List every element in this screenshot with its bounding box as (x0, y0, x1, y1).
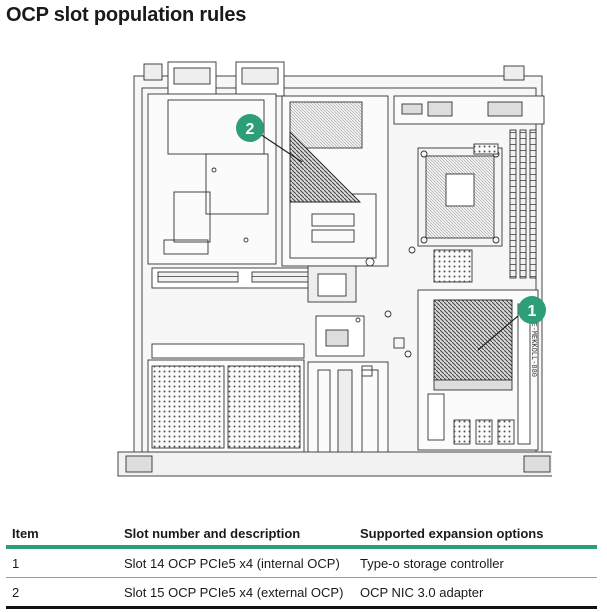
front-bezel (117, 451, 552, 477)
slot-rules-table: Item Slot number and description Support… (6, 524, 597, 609)
callout-2: 2 (236, 114, 264, 142)
ocp-slot-15 (289, 130, 362, 203)
callout-1: 1 (518, 296, 546, 324)
ocp-slot-14 (433, 299, 513, 381)
dimm-slots (509, 129, 537, 279)
row-item: 2 (6, 577, 124, 609)
row-options: Type-o storage controller (360, 547, 597, 578)
row-slot: Slot 15 OCP PCIe5 x4 (external OCP) (124, 577, 360, 609)
table-header-row: Item Slot number and description Support… (6, 524, 597, 549)
row-slot: Slot 14 OCP PCIe5 x4 (internal OCP) (124, 547, 360, 578)
callout-2-label: 2 (246, 121, 255, 138)
callout-1-label: 1 (528, 303, 537, 320)
server-diagram: HPE-MEKKOLL-880 2 1 (112, 54, 552, 480)
row-options: OCP NIC 3.0 adapter (360, 577, 597, 609)
header-options: Supported expansion options (360, 524, 597, 549)
row-item: 1 (6, 547, 124, 578)
table-row: 1 Slot 14 OCP PCIe5 x4 (internal OCP) Ty… (6, 547, 597, 578)
table-row: 2 Slot 15 OCP PCIe5 x4 (external OCP) OC… (6, 577, 597, 609)
server-diagram-svg: HPE-MEKKOLL-880 2 1 (117, 61, 552, 477)
chassis-label: HPE-MEKKOLL-880 (529, 314, 537, 377)
header-slot: Slot number and description (124, 524, 360, 549)
header-item: Item (6, 524, 124, 549)
page-title: OCP slot population rules (6, 4, 247, 26)
